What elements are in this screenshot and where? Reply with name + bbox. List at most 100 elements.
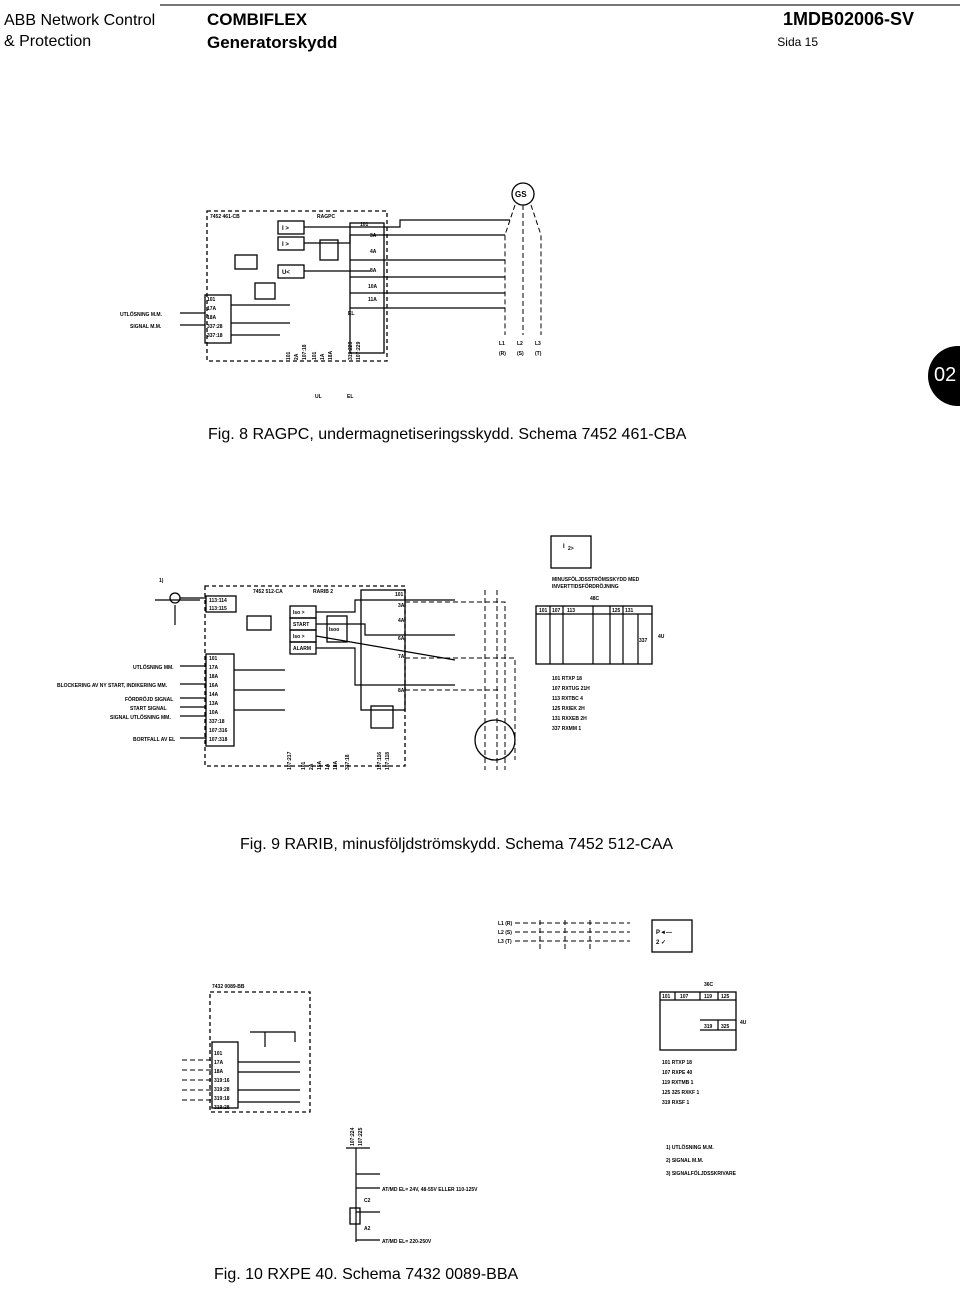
fig9-func-1: START (293, 622, 309, 628)
fig9-term-l-2: 18A (209, 674, 219, 680)
fig10-phase-0: L1 (R) (498, 921, 513, 927)
fig9-bt-3: 15A (317, 760, 323, 770)
fig10-supply-wiring (346, 1147, 380, 1242)
fig9-rack-code: 48C (590, 596, 600, 602)
fig9-term-r-5: 8A (398, 688, 405, 694)
product-name: COMBIFLEX (207, 10, 308, 29)
terminal-strip-right (349, 222, 385, 354)
fig10-vert-term-0: 107:224 (350, 1127, 356, 1146)
fig8-bt-2: 107:18 (302, 344, 308, 360)
fig8-caption: Fig. 8 RAGPC, undermagnetiseringsskydd. … (208, 426, 687, 443)
fig9-func-4: Isoo (329, 627, 339, 633)
fig9-bt-2: 2A (309, 763, 315, 770)
fig9-left-label-1: BLOCKERING AV NY START, INDIKERING MM. (57, 683, 168, 689)
fig10-term-l-6: 319:28 (214, 1105, 230, 1111)
fig9-part-1: 107 RXTUG 21H (552, 686, 590, 692)
fig10-symbol-line-1: 2 ✓ (656, 940, 666, 946)
fig10-part-3: 125 325 RXKF 1 (662, 1090, 699, 1096)
fig9-rack (535, 605, 653, 665)
fig8-bt-0: 101 (286, 351, 292, 360)
fig8-diagram: GS 7452 461-CB RAGPC I > I > U< 101 3A 4… (110, 175, 580, 405)
fig9-symbol-sub: 2> (568, 546, 574, 552)
fig10-note-1: 2) SIGNAL M.M. (666, 1158, 704, 1164)
fig10-diagram: L1 (R) L2 (S) L3 (T) P◄— 2 ✓ 7432 0089-B… (170, 912, 770, 1252)
fig9-part-4: 131 RXXEB 2H (552, 716, 587, 722)
fig8-term-l-2: 18A (207, 315, 217, 321)
fig10-rack-slot-3: 125 (721, 994, 730, 1000)
func-label-3: U< (282, 270, 290, 276)
fig8-foot-ul: UL (315, 394, 322, 400)
fig9-uc-block (370, 705, 394, 729)
fig9-func-block-5 (326, 615, 348, 643)
fig10-rack-slot-0: 101 (662, 994, 671, 1000)
fig10-part-1: 107 RXPE 40 (662, 1070, 693, 1076)
fig9-caption: Fig. 9 RARIB, minusföljdströmskydd. Sche… (240, 836, 674, 853)
header-rule (160, 4, 960, 6)
fig8-bt-4: 1A (320, 353, 326, 360)
fig9-left-terms-box (205, 653, 235, 747)
fig9-outer-wiring (405, 590, 516, 770)
fig10-supply-2: AT/MD EL= 220-250V (382, 1239, 432, 1245)
fig8-left-label-1: SIGNAL M.M. (130, 324, 162, 330)
fig9-right-terms-box (360, 589, 406, 711)
fig9-meter (246, 615, 272, 631)
fig10-rack-height: 4U (740, 1020, 747, 1026)
func-label-2: I > (282, 242, 289, 248)
fig8-bt-6: 319:229 (348, 341, 354, 360)
fig9-left-labels: UTLÖSNING MM. BLOCKERING AV NY START, IN… (57, 664, 175, 743)
fig9-term-l-7: 337:18 (209, 719, 225, 725)
fig9-term-l-3: 16A (209, 683, 219, 689)
fig9-bt-5: 18A (333, 760, 339, 770)
fig9-term-r-2: 4A (398, 618, 405, 624)
fig10-part-0: 101 RTXP 18 (662, 1060, 692, 1066)
fig9-term-top-1: 113:115 (209, 606, 227, 612)
fig10-coil-a2: A2 (364, 1226, 371, 1232)
fig9-symbol-box (550, 535, 592, 569)
page-header: ABB Network Control & Protection COMBIFL… (0, 0, 960, 60)
fig9-title-1: INVERTTIDSFÖRDRÖJNING (552, 583, 619, 590)
fig9-term-r-4: 7A (398, 654, 405, 660)
fig9-rack-slot-3: 125 (612, 608, 621, 614)
fig10-part-2: 119 RXTMB 1 (662, 1080, 694, 1086)
fig10-rack-lower-0: 319 (704, 1024, 713, 1030)
fig9-ct-wiring (155, 597, 206, 625)
fig9-term-l-0: 101 (209, 656, 218, 662)
fig8-phase-0: L1 (499, 341, 505, 347)
fig10-notes: 1) UTLÖSNING M.M. 2) SIGNAL M.M. 3) SIGN… (666, 1144, 737, 1177)
fig8-phase-code-0: (R) (499, 351, 506, 357)
cap-block (319, 239, 339, 261)
fig10-left-terms: 101 17A 18A 319:16 319:28 319:18 319:28 (214, 1051, 230, 1111)
fig9-bt-6: 337:18 (345, 754, 351, 770)
fig9-schema-label: 7452 512-CA (253, 589, 283, 595)
fig9-part-0: 101 RTXP 18 (552, 676, 582, 682)
fig9-rack-slot-0: 101 (539, 608, 548, 614)
fig8-bt-7: 107:229 (356, 341, 362, 360)
fig10-coil (349, 1207, 361, 1225)
fig9-bt-1: 101 (301, 761, 307, 770)
fig10-left-terms-box (211, 1041, 239, 1109)
fig10-schema-label: 7432 0089-BB (212, 984, 245, 990)
fig10-rack (659, 991, 737, 1051)
fig10-enclosure (209, 991, 311, 1113)
fig9-rack-height: 4U (658, 634, 665, 640)
fig9-left-label-0: UTLÖSNING MM. (133, 664, 174, 671)
fig8-phase-1: L2 (517, 341, 523, 347)
fig9-rack-side: 337 (639, 638, 648, 644)
fig9-left-label-2: FÖRDRÖJD SIGNAL (125, 696, 173, 703)
fig9-symbol-label: I (563, 544, 565, 550)
fig9-diagram: I 2> MINUSFÖLJDSSTRÖMSSKYDD MED INVERTTI… (55, 530, 675, 790)
fig10-term-l-4: 319:28 (214, 1087, 230, 1093)
left-wiring (180, 304, 290, 336)
fig9-bt-0: 107:217 (287, 751, 293, 770)
fig8-phase-code-2: (T) (535, 351, 542, 357)
fig8-bottom-terminals: 101 2A 107:18 101 1A 18A 319:229 107:229 (286, 341, 362, 360)
fig8-term-r-0: 101 (360, 222, 369, 228)
fig9-enclosure (204, 585, 406, 767)
fig9-func-3: ALARM (293, 646, 311, 652)
meter-block (234, 254, 258, 270)
fig10-part-4: 319 RXSF 1 (662, 1100, 689, 1106)
fig9-term-l-1: 17A (209, 665, 219, 671)
fig9-rack-slot-2: 113 (567, 608, 575, 614)
fig9-bt-4: 1A (325, 763, 331, 770)
company-division: & Protection (4, 33, 92, 50)
